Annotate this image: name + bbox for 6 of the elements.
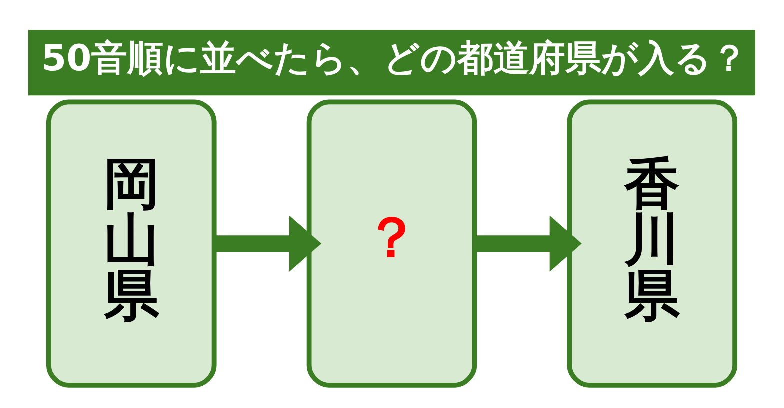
node-box: 岡山県 [46,99,217,388]
node-box: 香川県 [567,99,738,388]
diagram-title: 50音順に並べたら、どの都道府県が入る？ [42,38,748,79]
node-box: ？ [306,99,478,388]
arrow [214,215,322,272]
arrow [475,215,582,272]
